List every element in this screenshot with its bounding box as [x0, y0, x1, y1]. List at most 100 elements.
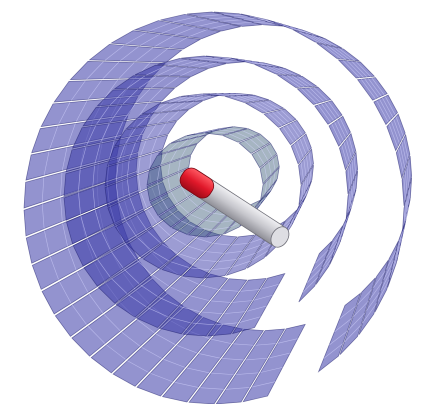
module-strip: [281, 74, 301, 88]
module-strip: [362, 303, 377, 324]
module-strip: [170, 286, 189, 296]
module-strip: [139, 33, 161, 46]
module-strip: [230, 95, 250, 103]
module-strip: [253, 294, 273, 301]
module-strip: [255, 101, 272, 112]
module-strip: [266, 65, 286, 75]
sensor-module: [251, 142, 278, 169]
module-strip: [403, 201, 406, 227]
module-strip: [368, 78, 382, 97]
sensor-module: [373, 94, 398, 126]
module-strip: [347, 190, 351, 213]
module-strip: [268, 161, 272, 176]
module-strip: [256, 151, 265, 165]
module-strip: [43, 151, 50, 176]
sensor-module: [126, 210, 190, 259]
module-strip: [230, 93, 247, 96]
module-strip: [340, 215, 349, 233]
module-strip: [168, 210, 181, 221]
module-strip: [87, 326, 106, 344]
module-strip: [248, 95, 265, 101]
module-strip: [380, 269, 392, 291]
module-strip: [401, 141, 407, 164]
module-strip: [391, 246, 401, 269]
module-strip: [268, 352, 291, 359]
module-strip: [388, 123, 398, 148]
module-strip: [351, 159, 355, 180]
module-strip: [272, 158, 276, 171]
module-strip: [231, 242, 249, 246]
pixel-layers: [146, 126, 280, 238]
sensor-module: [298, 240, 333, 303]
module-strip: [124, 269, 140, 284]
module-strip: [136, 113, 151, 128]
module-strip: [140, 140, 147, 156]
module-strip: [308, 152, 312, 168]
module-strip: [172, 16, 197, 23]
module-strip: [177, 139, 189, 150]
module-strip: [192, 322, 215, 326]
module-strip: [78, 169, 81, 192]
sensor-module: [225, 229, 272, 276]
module-strip: [62, 223, 68, 247]
module-strip: [44, 230, 50, 255]
module-strip: [190, 267, 210, 271]
module-strip: [357, 289, 373, 305]
module-strip: [210, 300, 231, 303]
sensor-module: [254, 64, 302, 76]
module-strip: [348, 312, 365, 330]
module-strip: [318, 36, 337, 48]
module-strip: [289, 123, 300, 138]
module-strip: [167, 141, 180, 152]
module-strip: [102, 61, 120, 80]
module-strip: [211, 372, 234, 375]
module-strip: [169, 96, 188, 103]
module-strip: [136, 319, 155, 334]
module-strip: [216, 93, 235, 96]
module-strip: [92, 165, 95, 186]
module-strip: [140, 284, 158, 297]
module-strip: [125, 128, 136, 144]
module-strip: [317, 104, 332, 123]
sensor-module: [110, 30, 202, 50]
module-strip: [220, 19, 242, 22]
module-strip: [325, 241, 338, 258]
sensor-module: [160, 13, 241, 32]
module-strip: [337, 222, 347, 241]
module-strip: [305, 33, 326, 45]
module-strip: [188, 29, 208, 38]
module-strip: [243, 245, 261, 252]
module-strip: [213, 226, 230, 230]
module-strip: [152, 251, 170, 262]
module-strip: [135, 62, 150, 79]
module-strip: [349, 163, 353, 185]
module-strip: [198, 62, 217, 68]
module-strip: [251, 381, 276, 388]
module-strip: [324, 102, 337, 119]
module-strip: [236, 95, 255, 102]
module-strip: [205, 251, 224, 254]
module-strip: [353, 175, 357, 195]
module-strip: [286, 75, 305, 88]
module-strip: [100, 123, 110, 143]
module-strip: [187, 245, 205, 252]
sensor-module: [316, 42, 361, 62]
middle-barrel-layer: [63, 55, 359, 337]
module-strip: [282, 24, 305, 33]
module-strip: [371, 77, 385, 96]
module-strip: [109, 105, 123, 123]
sensor-module: [242, 323, 306, 403]
module-strip: [282, 126, 294, 143]
module-strip: [292, 75, 309, 88]
module-strip: [59, 281, 72, 304]
module-strip: [189, 295, 210, 301]
module-strip: [196, 237, 213, 244]
module-strip: [321, 103, 334, 121]
module-strip: [218, 259, 237, 262]
module-strip: [300, 162, 304, 181]
module-strip: [101, 231, 111, 250]
module-strip: [347, 60, 364, 78]
module-strip: [322, 249, 335, 267]
module-strip: [174, 382, 199, 388]
module-strip: [186, 95, 204, 102]
